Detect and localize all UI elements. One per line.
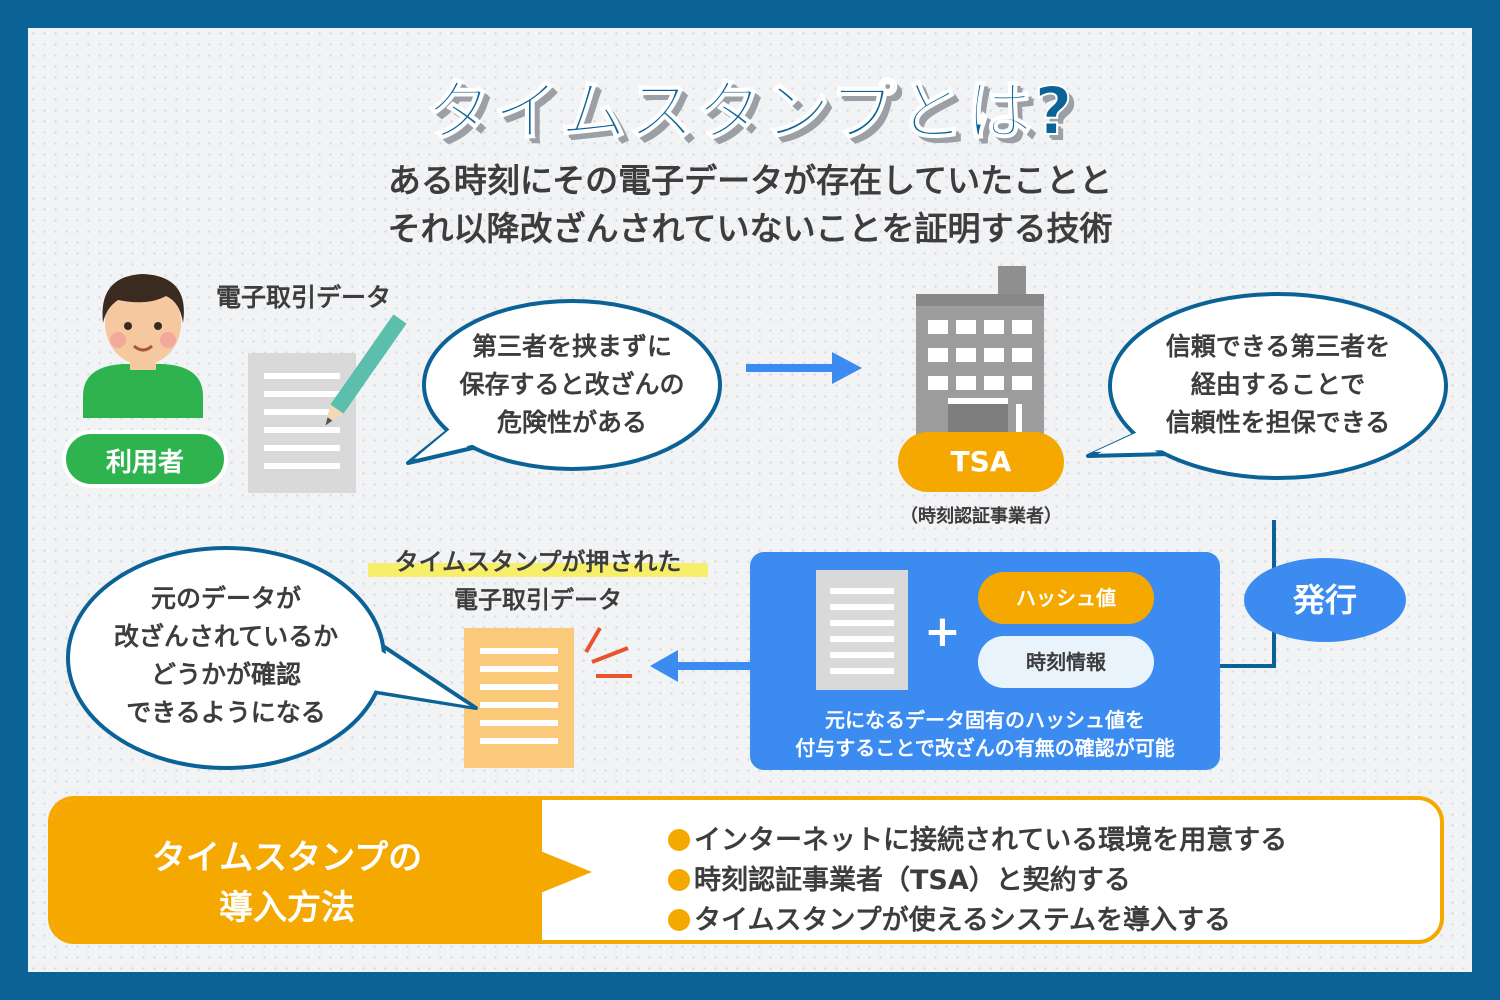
method-item-3: タイムスタンプが使えるシステムを導入する (668, 898, 1231, 937)
bullet-dot-icon (668, 829, 690, 851)
stamped-doc-label-line-2: 電子取引データ (454, 586, 622, 614)
arrow-right-icon (746, 352, 862, 384)
bullet-dot-icon (668, 869, 690, 891)
trust-text-line-2: 経由することで (1190, 370, 1366, 399)
tsa-caption: （時刻認証事業者） (900, 506, 1062, 527)
method-item-1: インターネットに接続されている環境を用意する (668, 818, 1287, 857)
method-arrow-tip (538, 850, 592, 894)
connector-line-horizontal (1218, 664, 1276, 668)
process-note-line-1: 元になるデータ固有のハッシュ値を (825, 708, 1145, 732)
trust-text-line-3: 信頼性を担保できる (1165, 408, 1391, 437)
connector-line-bottom (1272, 628, 1276, 668)
method-title-line-2: 導入方法 (219, 888, 355, 928)
connector-line-top (1272, 520, 1276, 580)
verify-text-line-4: できるようになる (126, 698, 326, 727)
speech-bubble-risk (406, 299, 722, 471)
risk-text-line-1: 第三者を挟まずに (471, 332, 672, 361)
stamped-doc-label-line-1: タイムスタンプが押された (368, 542, 708, 577)
process-document-icon (816, 570, 908, 690)
method-title-line-1: タイムスタンプの (151, 838, 423, 878)
subtitle-line-2: それ以降改ざんされていないことを証明する技術 (387, 209, 1113, 248)
tsa-badge: TSA (898, 432, 1064, 492)
method-item-2: 時刻認証事業者（TSA）と契約する (668, 858, 1131, 897)
arrow-left-icon (650, 650, 752, 682)
document-label: 電子取引データ (216, 283, 392, 312)
bullet-dot-icon (668, 909, 690, 931)
plus-icon: + (924, 606, 961, 657)
trust-text-line-1: 信頼できる第三者を (1165, 332, 1391, 361)
verify-text-line-3: どうかが確認 (150, 660, 301, 689)
time-info-badge: 時刻情報 (978, 636, 1154, 688)
speech-bubble-trust (1086, 292, 1448, 480)
speech-bubble-verify (66, 546, 478, 770)
verify-text-line-2: 改ざんされているか (113, 622, 339, 651)
issue-badge: 発行 (1244, 558, 1406, 642)
hash-value-badge: ハッシュ値 (978, 572, 1154, 624)
subtitle-line-1: ある時刻にその電子データが存在していたことと (387, 161, 1113, 200)
verify-text-line-1: 元のデータが (150, 584, 301, 613)
process-note-line-2: 付与することで改ざんの有無の確認が可能 (795, 736, 1175, 760)
infographic-canvas: タイムスタンプとは? ある時刻にその電子データが存在していたことと それ以降改ざ… (28, 28, 1472, 972)
user-label-badge: 利用者 (62, 430, 228, 488)
stamped-document-icon (464, 626, 632, 768)
method-title-panel: タイムスタンプの 導入方法 (52, 800, 542, 940)
risk-text-line-2: 保存すると改ざんの (459, 370, 685, 399)
page-title: タイムスタンプとは? (425, 72, 1075, 151)
user-avatar-icon (83, 274, 203, 418)
tsa-building-icon (916, 266, 1044, 436)
introduction-method-box: タイムスタンプの 導入方法 インターネットに接続されている環境を用意する 時刻認… (48, 796, 1444, 944)
document-pencil-icon (248, 314, 407, 493)
risk-text-line-3: 危険性がある (496, 408, 647, 437)
